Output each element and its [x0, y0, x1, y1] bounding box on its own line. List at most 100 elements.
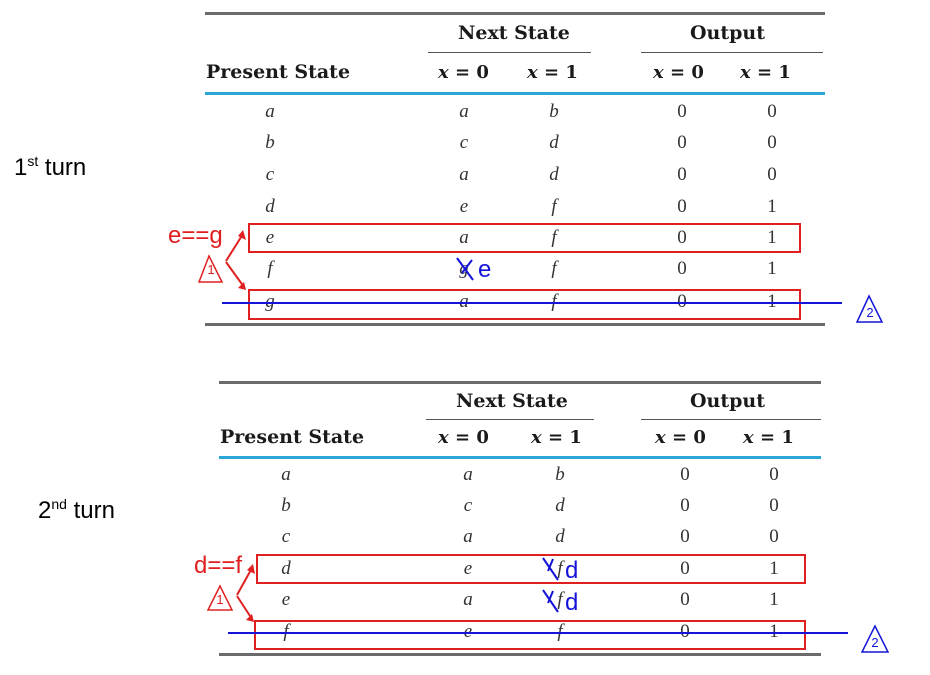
next-x1-cell: b — [555, 464, 565, 485]
present-state-cell: f — [266, 621, 306, 643]
step-2-triangle-icon — [860, 624, 890, 653]
step-2-triangle-icon — [855, 294, 884, 323]
highlight-row-e — [248, 223, 801, 253]
next-x0-cell: c — [463, 495, 473, 516]
output-x0-cell: 0 — [662, 291, 702, 313]
output-x1-cell: 0 — [767, 132, 777, 153]
next-x0-header: x = 0 — [438, 427, 489, 448]
next-x1-cell: d — [549, 132, 559, 153]
highlight-row-g — [248, 289, 801, 320]
present-state-header: Present State — [206, 61, 351, 83]
table-bottom-rule — [219, 653, 821, 656]
output-x0-cell: 0 — [677, 227, 687, 248]
header-rule — [205, 92, 825, 95]
present-state-cell: a — [281, 464, 291, 485]
step-1-marker: 1 — [216, 592, 224, 607]
cross-out-icon — [542, 589, 559, 613]
next-state-header: Next State — [456, 390, 568, 412]
equivalence-note: d==f — [194, 552, 243, 579]
next-x1-cell: b — [549, 101, 559, 122]
next-x1-header: x = 1 — [531, 427, 582, 448]
strike-line-row-g — [222, 302, 842, 304]
next-x1-cell: f — [551, 196, 557, 217]
turn-2-label: 2nd turn — [38, 496, 115, 524]
present-state-header: Present State — [220, 426, 365, 448]
next-state-underline — [426, 419, 594, 420]
step-2-marker: 2 — [871, 635, 879, 650]
output-x1-cell: 1 — [769, 589, 779, 610]
equivalence-note: e==g — [168, 222, 223, 249]
output-x0-cell: 0 — [680, 495, 690, 516]
output-x1-cell: 1 — [769, 558, 779, 579]
next-x0-cell: c — [459, 132, 469, 153]
table-bottom-rule — [205, 323, 825, 326]
next-x1-cell: f — [540, 621, 580, 643]
table-top-rule — [205, 12, 825, 15]
present-state-cell: a — [265, 101, 275, 122]
next-x0-cell: a — [459, 227, 469, 248]
output-x0-cell: 0 — [665, 621, 705, 643]
next-x1-cell: f — [551, 258, 557, 279]
present-state-cell: g — [250, 291, 290, 313]
highlight-row-f — [254, 620, 806, 650]
output-x1-header: x = 1 — [740, 62, 791, 83]
replacement-d: d — [565, 589, 579, 616]
output-x1-cell: 0 — [769, 526, 779, 547]
step-1-marker: 1 — [207, 262, 215, 277]
next-x1-cell: f — [534, 291, 574, 313]
output-underline — [641, 52, 823, 53]
replacement-d: d — [565, 557, 579, 584]
output-x1-cell: 0 — [769, 495, 779, 516]
present-state-cell: d — [281, 558, 291, 579]
output-x0-cell: 0 — [677, 164, 687, 185]
next-x0-header: x = 0 — [438, 62, 489, 83]
step-1-triangle-icon — [206, 584, 234, 611]
output-x0-cell: 0 — [677, 132, 687, 153]
next-state-underline — [428, 52, 591, 53]
output-header: Output — [690, 22, 766, 44]
output-x1-cell: 1 — [767, 196, 777, 217]
red-arrows-icon — [225, 230, 246, 290]
next-x0-cell: a — [463, 464, 473, 485]
present-state-cell: d — [265, 196, 275, 217]
output-x0-cell: 0 — [677, 101, 687, 122]
output-x1-header: x = 1 — [743, 427, 794, 448]
next-x1-cell: d — [555, 495, 565, 516]
next-x1-cell: f — [551, 227, 557, 248]
output-x0-cell: 0 — [677, 258, 687, 279]
highlight-row-d — [256, 554, 806, 584]
next-x1-cell: f — [557, 558, 563, 579]
cross-out-icon — [456, 257, 474, 281]
output-x1-cell: 1 — [752, 291, 792, 313]
replacement-e: e — [478, 256, 492, 283]
next-x0-cell: e — [459, 196, 469, 217]
next-x0-cell: a — [459, 164, 469, 185]
output-x0-cell: 0 — [680, 589, 690, 610]
output-x1-cell: 0 — [767, 101, 777, 122]
output-x0-cell: 0 — [680, 526, 690, 547]
output-underline — [641, 419, 821, 420]
red-arrows-icon — [236, 564, 255, 622]
present-state-cell: e — [265, 227, 275, 248]
output-x1-cell: 1 — [767, 227, 777, 248]
output-x0-cell: 0 — [677, 196, 687, 217]
output-x1-cell: 1 — [767, 258, 777, 279]
next-x1-header: x = 1 — [527, 62, 578, 83]
turn-1-label: 1st turn — [14, 153, 87, 181]
present-state-cell: b — [265, 132, 275, 153]
output-x0-header: x = 0 — [653, 62, 704, 83]
next-x0-cell: a — [463, 526, 473, 547]
next-x0-cell: e — [448, 621, 488, 643]
output-header: Output — [690, 390, 766, 412]
output-x1-cell: 1 — [754, 621, 794, 643]
table-top-rule — [219, 381, 821, 384]
header-rule — [219, 456, 821, 459]
output-x1-cell: 0 — [767, 164, 777, 185]
present-state-cell: c — [281, 526, 291, 547]
output-x0-cell: 0 — [680, 558, 690, 579]
output-x0-header: x = 0 — [655, 427, 706, 448]
next-x0-cell: a — [463, 589, 473, 610]
step-1-triangle-icon — [197, 254, 224, 283]
